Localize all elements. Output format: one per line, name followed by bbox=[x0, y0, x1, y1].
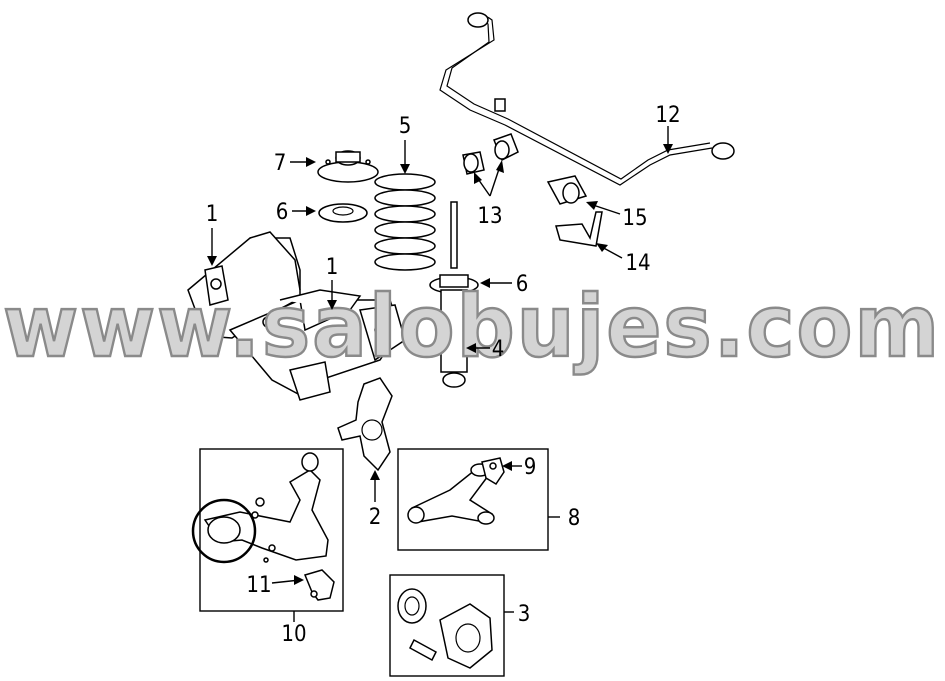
watermark-text: www.salobujes.com bbox=[3, 277, 941, 377]
hub-bearing bbox=[397, 588, 493, 669]
callout-1-center: 1 bbox=[326, 255, 339, 280]
callout-11: 11 bbox=[246, 573, 271, 598]
callout-arrows bbox=[207, 126, 673, 622]
lower-control-arm bbox=[203, 452, 329, 563]
subframe bbox=[187, 231, 406, 401]
spring-seat bbox=[318, 203, 368, 223]
callout-10: 10 bbox=[281, 622, 306, 647]
callout-9: 9 bbox=[524, 455, 537, 480]
callout-6-left: 6 bbox=[276, 200, 289, 225]
box-lower-control-arm bbox=[199, 448, 344, 612]
callout-6-right: 6 bbox=[516, 272, 529, 297]
shock-absorber bbox=[429, 201, 479, 388]
callout-2: 2 bbox=[369, 505, 382, 530]
callout-3: 3 bbox=[518, 602, 531, 627]
callout-13: 13 bbox=[477, 204, 502, 229]
stabilizer-bar bbox=[439, 12, 735, 186]
callout-14: 14 bbox=[625, 251, 650, 276]
stabilizer-bushings bbox=[462, 133, 519, 175]
callout-1-left: 1 bbox=[206, 202, 219, 227]
bushing-and-bracket bbox=[546, 175, 603, 247]
callout-8: 8 bbox=[568, 506, 581, 531]
box-upper-control-arm bbox=[397, 448, 549, 551]
callout-15: 15 bbox=[622, 206, 647, 231]
steering-knuckle bbox=[337, 377, 393, 472]
callout-4: 4 bbox=[492, 337, 505, 362]
strut-mount bbox=[317, 150, 379, 183]
callout-12: 12 bbox=[655, 103, 680, 128]
upper-control-arm bbox=[407, 463, 495, 525]
callout-5: 5 bbox=[399, 114, 412, 139]
highlight-circle bbox=[191, 498, 257, 564]
ball-joint-11 bbox=[303, 569, 335, 601]
ball-joint-9 bbox=[481, 457, 505, 486]
box-hub-bearing bbox=[389, 574, 505, 677]
coil-spring bbox=[374, 173, 436, 271]
callout-7: 7 bbox=[274, 151, 287, 176]
